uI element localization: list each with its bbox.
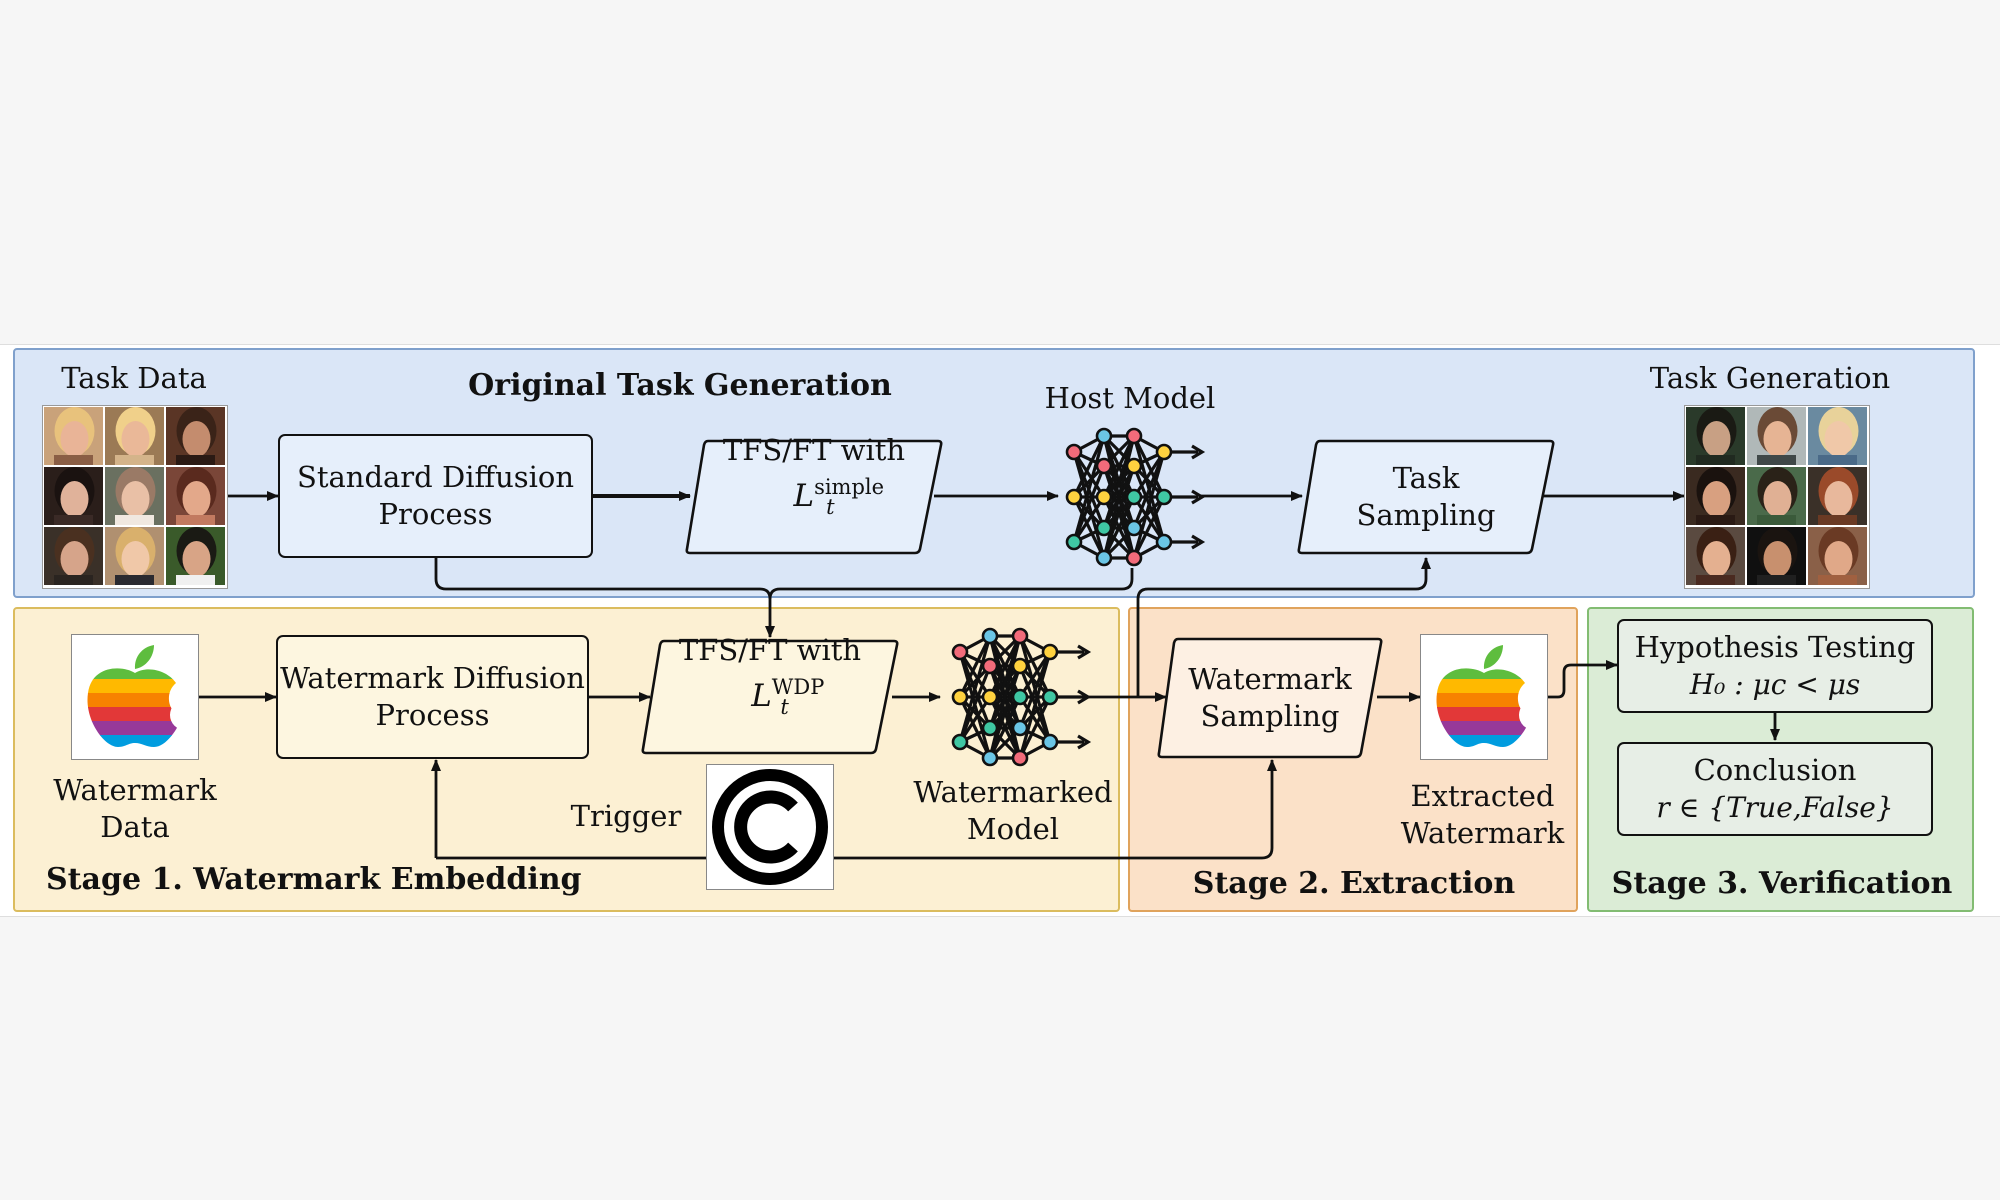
face-grid-icon (1686, 407, 1867, 585)
task-data-label: Task Data (61, 361, 207, 395)
tfs-wdp-sub: t (780, 694, 789, 719)
tfs-wdp-var: L (751, 677, 772, 714)
standard-diffusion-box: Standard Diffusion Process (278, 434, 593, 558)
arrow-trigger-to-wsampling (436, 759, 1277, 860)
extracted-watermark-image (1420, 634, 1549, 760)
extracted-watermark-line2: Watermark (1400, 816, 1565, 850)
task-data-faces (42, 405, 228, 589)
tfs-simple-shape (685, 439, 943, 555)
trigger-image (706, 764, 834, 890)
watermark-data-label: Watermark Data (30, 772, 240, 846)
task-sampling-line1: Task (1392, 461, 1460, 495)
watermark-diffusion-line1: Watermark Diffusion (280, 661, 585, 695)
arrow-standard-down-to-wdp (434, 556, 775, 638)
conclusion-line1: Conclusion (1693, 753, 1857, 787)
watermark-sampling-shape (1157, 637, 1383, 759)
tfs-simple-line1: TFS/FT with (722, 432, 906, 467)
standard-diffusion-line2: Process (378, 497, 493, 531)
conclusion-box: Conclusion r ∈ {True,False} (1617, 742, 1933, 836)
tfs-simple-var: L (793, 477, 815, 514)
tfs-simple-sub: t (826, 494, 835, 519)
watermarked-model-line2: Model (966, 812, 1060, 846)
tfs-simple-box: TFS/FT with Lsimplet (684, 433, 944, 556)
watermarked-model-network (938, 622, 1094, 772)
watermark-data-image (71, 634, 200, 760)
rainbow-apple-icon (1436, 645, 1549, 748)
rainbow-apple-icon (87, 645, 200, 748)
host-model-network (1052, 422, 1208, 572)
watermarked-model-line1: Watermarked (913, 775, 1113, 809)
hypothesis-testing-box: Hypothesis Testing H₀ : μc < μs (1617, 619, 1933, 713)
copyright-icon (712, 769, 828, 885)
tfs-wdp-box: TFS/FT with LWDPt (640, 633, 900, 756)
stage2-title: Stage 2. Extraction (1192, 866, 1516, 901)
tfs-wdp-sup: WDP (771, 674, 825, 699)
watermark-sampling-line2: Sampling (1200, 699, 1340, 733)
neural-network-icon (951, 627, 1092, 767)
tfs-simple-formula: Lsimplet (769, 469, 884, 563)
task-sampling-shape (1297, 439, 1555, 555)
watermark-diffusion-box: Watermark Diffusion Process (276, 635, 589, 759)
task-generation-label: Task Generation (1649, 361, 1891, 395)
arrow-extracted-to-hypothesis (1548, 660, 1618, 699)
host-model-label: Host Model (1044, 381, 1216, 415)
extracted-watermark-label: Extracted Watermark (1390, 778, 1575, 852)
hypothesis-line1: Hypothesis Testing (1634, 630, 1916, 664)
tfs-simple-sup: simple (814, 474, 885, 499)
neural-network-icon (1065, 427, 1206, 567)
watermark-data-label-line1: Watermark (53, 773, 217, 807)
face-grid-icon (44, 407, 225, 585)
stage1-title: Stage 1. Watermark Embedding (46, 862, 582, 897)
original-task-title: Original Task Generation (468, 368, 892, 403)
arrow-host-down-to-wdp (768, 568, 1134, 600)
stage3-title: Stage 3. Verification (1611, 866, 1953, 901)
watermark-sampling-line1: Watermark (1188, 662, 1352, 696)
watermark-diffusion-line2: Process (375, 698, 490, 732)
task-sampling-line2: Sampling (1356, 498, 1496, 532)
watermark-sampling-box: Watermark Sampling (1156, 636, 1384, 760)
arrow-model-to-task-sampling (1136, 557, 1431, 696)
task-sampling-box: Task Sampling (1296, 438, 1556, 556)
watermarked-model-label: Watermarked Model (900, 774, 1126, 848)
tfs-wdp-shape (641, 639, 899, 755)
standard-diffusion-line1: Standard Diffusion (296, 460, 575, 494)
watermark-data-label-line2: Data (100, 810, 170, 844)
trigger-label: Trigger (570, 799, 682, 833)
tfs-wdp-formula: LWDPt (734, 669, 824, 763)
task-generation-faces (1684, 405, 1870, 589)
tfs-wdp-line1: TFS/FT with (678, 632, 862, 667)
extracted-watermark-line1: Extracted (1410, 779, 1555, 813)
hypothesis-formula: H₀ : μc < μs (1689, 668, 1861, 701)
conclusion-formula: r ∈ {True,False} (1656, 791, 1894, 824)
